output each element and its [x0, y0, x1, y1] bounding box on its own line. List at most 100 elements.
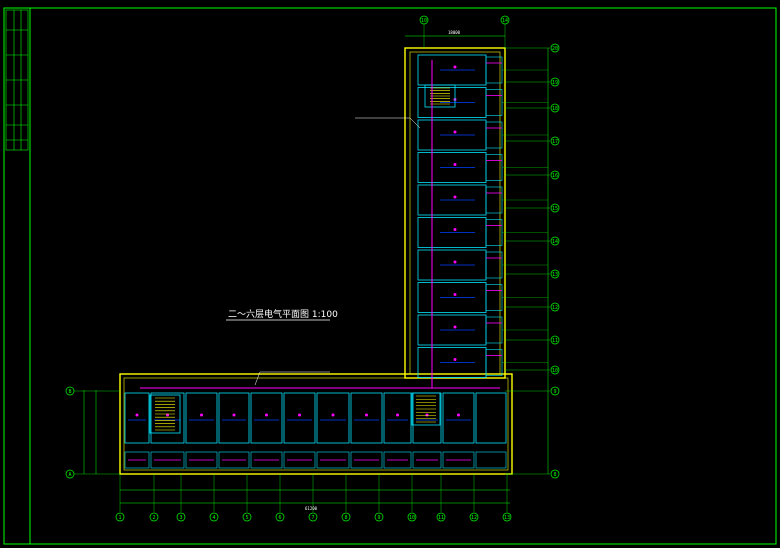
room-vertical: [417, 282, 548, 313]
vertical-wing-rooms: [417, 54, 548, 378]
svg-text:二～六层电气平面图 1:100: 二～六层电气平面图 1:100: [228, 308, 338, 320]
grid-axis-bubble-bottom: 5: [242, 474, 252, 522]
room-horizontal: [475, 392, 507, 469]
room-horizontal: [124, 392, 150, 469]
svg-text:14: 14: [502, 18, 508, 24]
grid-axis-bubble-right: 9: [505, 386, 560, 396]
svg-text:6: 6: [278, 515, 281, 521]
annotation-leaders: [254, 117, 421, 386]
grid-axis-bubble-bottom: 4: [209, 474, 219, 522]
grid-axis-bubble-right: 15: [505, 203, 560, 213]
svg-text:10: 10: [421, 18, 427, 24]
staircase-north: [424, 84, 456, 108]
svg-text:14: 14: [552, 239, 558, 245]
room-horizontal: [185, 392, 218, 469]
svg-text:16: 16: [552, 173, 558, 179]
dimension-lines: [83, 35, 549, 504]
room-horizontal: [250, 392, 283, 469]
room-vertical: [417, 184, 548, 216]
room-vertical: [417, 119, 548, 151]
svg-text:10: 10: [552, 368, 558, 374]
svg-text:9: 9: [377, 515, 380, 521]
svg-text:5: 5: [245, 515, 248, 521]
svg-text:19: 19: [552, 80, 558, 86]
room-horizontal: [412, 392, 442, 469]
grid-axis-bubble-bottom: 7: [308, 474, 318, 522]
room-vertical: [417, 249, 548, 281]
room-vertical: [417, 314, 548, 346]
grid-axes-right: 20 19 18 17 16 15 14 13 12 11 10 9 8: [505, 43, 560, 479]
grid-axis-bubble-bottom: 12: [469, 474, 479, 522]
svg-text:12: 12: [552, 305, 558, 311]
svg-text:17: 17: [552, 139, 558, 145]
room-horizontal: [283, 392, 316, 469]
wiring-bus: [140, 60, 500, 389]
svg-text:11: 11: [438, 515, 444, 521]
room-horizontal: [350, 392, 383, 469]
grid-axis-bubble-bottom: 3: [176, 474, 186, 522]
room-vertical: [417, 217, 548, 248]
svg-text:13: 13: [504, 515, 510, 521]
svg-text:3: 3: [179, 515, 182, 521]
svg-text:13: 13: [552, 272, 558, 278]
staircase-east: [411, 392, 441, 426]
title-block: [5, 9, 29, 151]
room-vertical: [417, 87, 548, 118]
grid-axis-bubble-bottom: 6: [275, 474, 285, 522]
grid-axis-bubble-right: 11: [505, 335, 560, 345]
grid-axis-bubble-bottom: 11: [436, 474, 446, 522]
drawing-frame-inner: [29, 7, 777, 545]
svg-text:7: 7: [311, 515, 314, 521]
room-horizontal: [218, 392, 250, 469]
grid-axis-bubble-right: 10: [505, 365, 560, 375]
grid-axis-left-a: A: [65, 469, 120, 479]
grid-axis-bubble-right: 16: [505, 170, 560, 180]
svg-text:11: 11: [552, 338, 558, 344]
grid-axis-bubble-right: 13: [505, 269, 560, 279]
svg-text:4: 4: [212, 515, 215, 521]
grid-axis-top-left: 10: [419, 15, 429, 48]
room-horizontal: [150, 392, 185, 469]
svg-text:B: B: [68, 389, 71, 395]
svg-text:2: 2: [152, 515, 155, 521]
svg-text:9: 9: [553, 389, 556, 395]
grid-axis-bubble-bottom: 1: [115, 474, 125, 522]
room-vertical: [417, 54, 548, 86]
horizontal-wing-rooms: [124, 392, 507, 469]
grid-axis-bubble-right: 8: [505, 469, 560, 479]
svg-text:20: 20: [552, 46, 558, 52]
grid-axis-bubble-right: 19: [505, 77, 560, 87]
svg-text:1: 1: [118, 515, 121, 521]
staircase-west: [149, 394, 181, 434]
svg-text:12: 12: [471, 515, 477, 521]
room-vertical: [417, 152, 548, 183]
grid-axis-bubble-bottom: 13: [502, 474, 512, 522]
grid-axis-bubble-right: 17: [505, 136, 560, 146]
grid-axis-bubble-right: 18: [505, 103, 560, 113]
svg-text:A: A: [68, 472, 71, 478]
grid-axis-bubble-bottom: 9: [374, 474, 384, 522]
room-horizontal: [442, 392, 475, 469]
grid-axis-bubble-right: 12: [505, 302, 560, 312]
svg-text:8: 8: [553, 472, 556, 478]
grid-axis-bubble-bottom: 8: [341, 474, 351, 522]
grid-axis-bubble-right: 20: [505, 43, 560, 53]
room-vertical: [417, 347, 548, 378]
dim-bottom-total: 61200: [305, 506, 318, 511]
grid-axis-bubble-right: 14: [505, 236, 560, 246]
svg-text:8: 8: [344, 515, 347, 521]
svg-text:18: 18: [552, 106, 558, 112]
grid-axis-top-right: 14: [500, 15, 510, 48]
svg-text:15: 15: [552, 206, 558, 212]
svg-text:10: 10: [409, 515, 415, 521]
grid-axis-bubble-bottom: 2: [149, 474, 159, 522]
grid-axis-bubble-bottom: 10: [407, 474, 417, 522]
grid-axis-left-b: B: [65, 386, 120, 396]
room-horizontal: [383, 392, 412, 469]
drawing-title: 二～六层电气平面图 1:100: [226, 308, 338, 321]
dim-top-total: 18000: [448, 30, 461, 35]
room-horizontal: [316, 392, 350, 469]
